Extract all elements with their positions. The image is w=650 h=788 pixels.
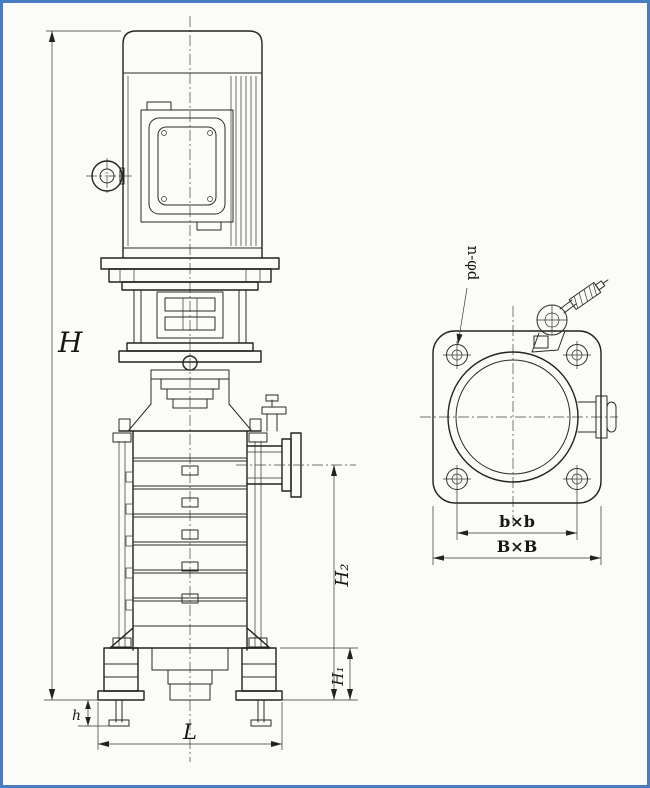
pump-base <box>97 627 283 727</box>
bolt-holes <box>443 341 591 493</box>
cock-handle <box>568 279 609 311</box>
dim-label-h: h <box>72 708 81 724</box>
gauge-port <box>533 335 549 349</box>
foundation-pad-left <box>97 690 145 701</box>
pump-head <box>118 369 262 432</box>
coupling-lantern <box>118 281 262 371</box>
dimension-H1: H₁ <box>280 647 358 700</box>
dimension-H2: H₂ <box>280 465 358 701</box>
bolt-note-label: n-φd <box>464 246 482 281</box>
dimension-h: h <box>72 700 112 727</box>
dimension-BXB: B×B <box>432 506 602 565</box>
motor-barrel-inner <box>455 359 571 475</box>
motor <box>86 30 280 283</box>
dim-label-H2: H₂ <box>332 564 353 588</box>
dimension-L: L <box>97 702 283 750</box>
coupling-window <box>156 291 224 339</box>
dim-label-bxb: b×b <box>499 512 535 531</box>
bolt-note: n-φd <box>456 246 482 345</box>
cooling-fins <box>230 76 257 246</box>
foundation-pad-right <box>235 690 283 701</box>
anchor-bolts <box>115 699 265 723</box>
mounting-flange <box>432 330 602 504</box>
stage-barrel <box>112 430 268 651</box>
front-view: H H₂ H₁ h <box>44 16 358 762</box>
gauge-cock <box>531 279 609 353</box>
stage-joints <box>132 457 248 627</box>
dim-label-BXB: B×B <box>497 537 537 556</box>
lifting-eye <box>86 158 132 194</box>
discharge-branch <box>236 394 356 498</box>
motor-barrel-outline <box>447 351 579 483</box>
dimension-bxb: b×b <box>456 492 578 540</box>
dim-label-H: H <box>57 326 83 359</box>
terminal-box <box>140 101 234 231</box>
dim-label-H1: H₁ <box>329 666 347 686</box>
pump-outline-drawing: H H₂ H₁ h <box>44 16 618 762</box>
top-view: n-φd b×b B×B <box>420 246 618 565</box>
side-flange <box>577 395 617 439</box>
vent-cock <box>265 394 279 402</box>
dimension-H: H <box>44 30 121 701</box>
dim-label-L: L <box>182 720 197 744</box>
tie-rods <box>118 441 262 648</box>
top-view-centerlines <box>420 306 618 524</box>
